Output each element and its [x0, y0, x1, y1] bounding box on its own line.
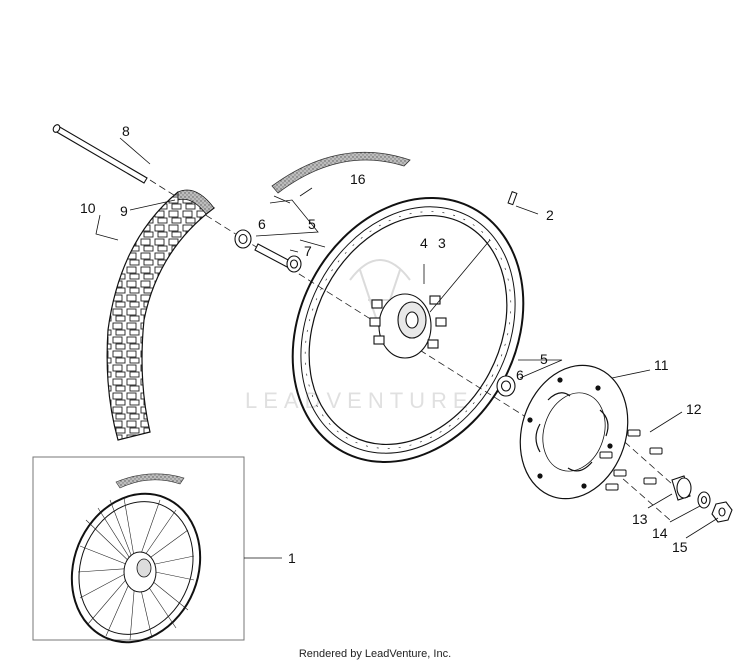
- callout-7: 7: [304, 243, 312, 259]
- callout-6b: 6: [516, 367, 524, 383]
- axle-washer: [697, 491, 711, 509]
- callout-3-leader: [429, 239, 491, 313]
- callout-13: 13: [632, 511, 648, 527]
- right-bearing: [496, 375, 516, 397]
- render-credit: Rendered by LeadVenture, Inc.: [298, 648, 452, 660]
- axle-spacer: [671, 475, 692, 501]
- leader-lines: [95, 137, 719, 559]
- callout-16: 16: [350, 171, 366, 187]
- tire: [106, 189, 216, 441]
- axle-nut: [711, 501, 733, 523]
- callout-5b: 5: [540, 351, 548, 367]
- rim-band: [271, 151, 411, 194]
- callout-labels: 8 16 10 9 6 5 7 4 3 2 5 6 11 12 13 14 15…: [80, 123, 702, 566]
- bearing-spacer: [254, 243, 302, 273]
- left-bearing: [234, 229, 252, 249]
- callout-14: 14: [652, 525, 668, 541]
- callout-15: 15: [672, 539, 688, 555]
- watermark: LEADVENTURE: [245, 259, 474, 413]
- callout-9: 9: [120, 203, 128, 219]
- watermark-text: LEADVENTURE: [245, 388, 474, 413]
- callout-5a: 5: [308, 216, 316, 232]
- callout-11: 11: [654, 357, 669, 373]
- callout-2: 2: [546, 207, 554, 223]
- disc-bolts: [599, 429, 663, 491]
- callout-10: 10: [80, 200, 96, 216]
- callout-12: 12: [686, 401, 702, 417]
- callout-8: 8: [122, 123, 130, 139]
- wheel-assembly-inset: [32, 456, 245, 644]
- callout-6a: 6: [258, 216, 266, 232]
- hub: [369, 293, 447, 359]
- callout-1: 1: [288, 550, 296, 566]
- axle-shaft: [52, 124, 148, 184]
- callout-3: 3: [438, 235, 446, 251]
- rim-nipple: [507, 191, 518, 206]
- brake-disc: [519, 364, 629, 500]
- callout-4: 4: [420, 235, 428, 251]
